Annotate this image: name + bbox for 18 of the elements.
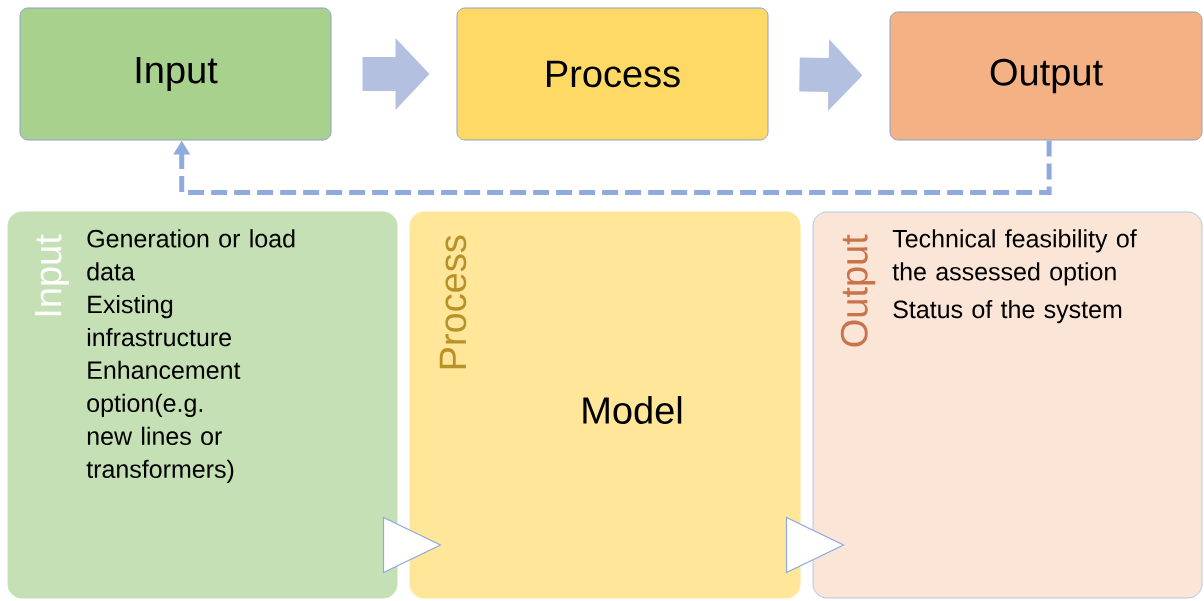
- bullet-text: Status of the system: [893, 299, 1122, 324]
- panel: [7, 211, 398, 599]
- vertical-title: Process: [439, 235, 467, 369]
- process-box: Input: [19, 7, 332, 141]
- chevron-arrow: [785, 516, 845, 574]
- bullet-text: Existing infrastructure: [87, 294, 231, 347]
- vertical-title: Output: [840, 234, 876, 347]
- vertical-title: Input: [35, 234, 70, 316]
- chevron-arrow: [382, 516, 442, 574]
- bullet-text: Generation or load data: [87, 229, 295, 281]
- feedback-arrow: [173, 140, 1052, 195]
- process-box: Output: [889, 11, 1203, 141]
- process-box: Process: [456, 7, 769, 141]
- bullet-text: Enhancement option(e.g. new lines or transformers): [86, 360, 241, 483]
- panel: [812, 211, 1203, 599]
- bullet-text: Technical feasibility of the assessed option: [892, 229, 1137, 286]
- panel-text: Model: [583, 396, 682, 424]
- panel: [409, 211, 801, 599]
